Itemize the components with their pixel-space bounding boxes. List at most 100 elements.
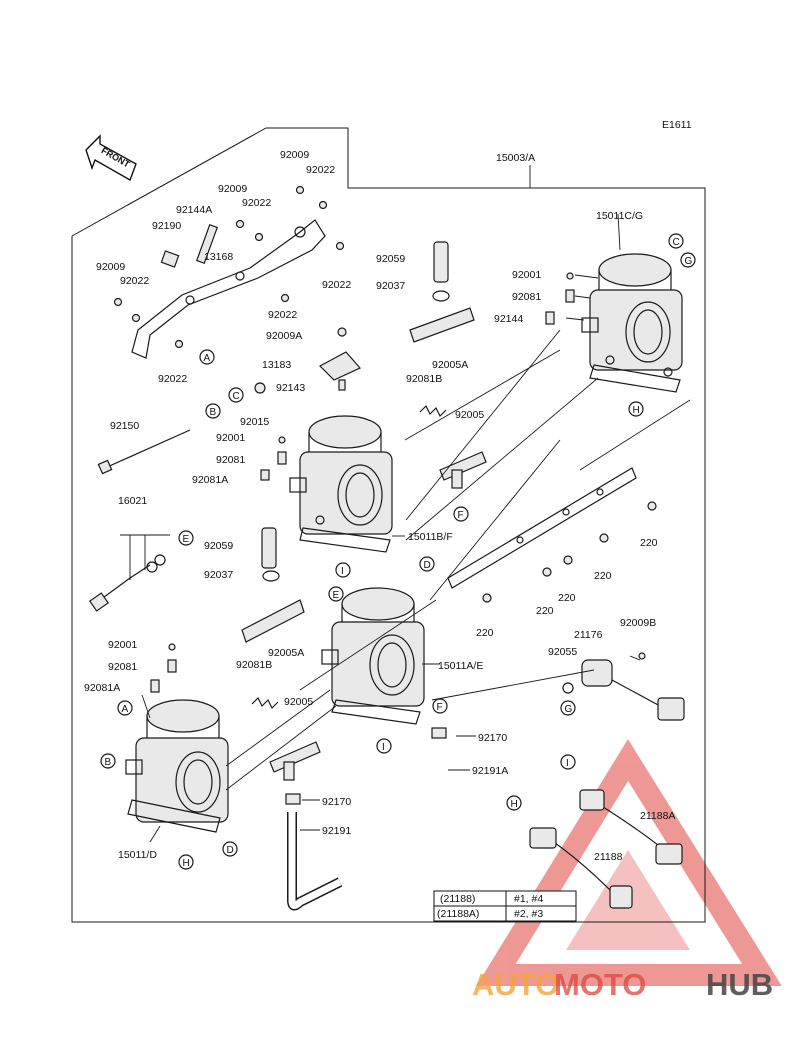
svg-text:B: B	[210, 407, 217, 418]
callout-G: G	[560, 700, 576, 716]
label-92081: 92081	[216, 454, 245, 466]
label-92022: 92022	[306, 164, 335, 176]
label-92081: 92081	[512, 291, 541, 303]
callout-A: A	[199, 349, 215, 365]
svg-text:G: G	[565, 704, 573, 715]
fitting-92005-mid	[439, 451, 487, 489]
callout-H: H	[178, 854, 194, 870]
callout-E: E	[178, 530, 194, 546]
label-92015: 92015	[240, 416, 269, 428]
callout-E: E	[328, 586, 344, 602]
label-92005A: 92005A	[268, 647, 304, 659]
svg-text:C: C	[673, 237, 680, 248]
label-92144: 92144	[494, 313, 523, 325]
bracket-fasteners	[113, 185, 646, 805]
callout-B: B	[100, 753, 116, 769]
label-92144A: 92144A	[176, 204, 212, 216]
label-92081A: 92081A	[84, 682, 120, 694]
carburetor-lower-middle	[321, 587, 425, 725]
label-16021: 16021	[118, 495, 147, 507]
label-92081B: 92081B	[406, 373, 442, 385]
label-92037: 92037	[376, 280, 405, 292]
label-220: 220	[536, 605, 554, 617]
label-92009B: 92009B	[620, 617, 656, 629]
svg-text:I: I	[341, 566, 344, 577]
harness-21188	[529, 789, 683, 909]
label-13168: 13168	[204, 251, 233, 263]
svg-text:H: H	[183, 858, 190, 869]
svg-text:H: H	[633, 405, 640, 416]
label-92170: 92170	[322, 796, 351, 808]
callout-B: B	[205, 403, 221, 419]
watermark-hub: HUB	[706, 967, 773, 1002]
label-92005: 92005	[455, 409, 484, 421]
label-92005: 92005	[284, 696, 313, 708]
svg-text:H: H	[511, 799, 518, 810]
svg-text:B: B	[105, 757, 112, 768]
label-92009: 92009	[96, 261, 125, 273]
svg-text:G: G	[685, 256, 693, 267]
label-21188A: 21188A	[640, 810, 675, 822]
label-220: 220	[476, 627, 494, 639]
watermark-logo-triangle	[476, 739, 782, 986]
label-92001: 92001	[512, 269, 541, 281]
label-15011CG: 15011C/G	[596, 210, 643, 222]
label-92022: 92022	[120, 275, 149, 287]
callout-I: I	[376, 738, 392, 754]
svg-text:F: F	[437, 702, 443, 713]
bracket-13168	[131, 219, 326, 359]
svg-text:E: E	[183, 534, 190, 545]
label-92022: 92022	[268, 309, 297, 321]
label-15011D: 15011/D	[118, 849, 157, 861]
label-92059: 92059	[376, 253, 405, 265]
label-15011AE: 15011A/E	[438, 660, 483, 672]
callout-H: H	[506, 795, 522, 811]
svg-text:E: E	[333, 590, 340, 601]
callout-D: D	[222, 841, 238, 857]
fitting-92005A-top	[409, 241, 475, 343]
label-92009: 92009	[280, 149, 309, 161]
callout-F: F	[432, 698, 448, 714]
legend-row-2-part: (21188A)	[437, 908, 479, 920]
callout-I: I	[335, 562, 351, 578]
label-15011BF: 15011B/F	[408, 531, 453, 543]
label-92009: 92009	[218, 183, 247, 195]
cable-16021	[88, 554, 166, 612]
svg-text:I: I	[566, 758, 569, 769]
svg-text:F: F	[458, 510, 464, 521]
label-92170: 92170	[478, 732, 507, 744]
label-13183: 13183	[262, 359, 291, 371]
callout-D: D	[419, 556, 435, 572]
callouts: A B C C G H F I E D E G A I F B I H D H	[100, 233, 696, 870]
svg-text:C: C	[233, 391, 240, 402]
label-92191: 92191	[322, 825, 351, 837]
diagram-code: E1611	[662, 119, 692, 131]
watermark-logo-text: AUTO MOTO HUB	[472, 967, 773, 1002]
hose-92191A	[362, 735, 444, 870]
carburetor-middle	[289, 415, 393, 553]
shaft-92150	[97, 429, 191, 475]
hose-92191	[287, 812, 343, 911]
label-220: 220	[594, 570, 612, 582]
label-92022: 92022	[158, 373, 187, 385]
callout-F: F	[453, 506, 469, 522]
label-220: 220	[640, 537, 658, 549]
callout-C: C	[668, 233, 684, 249]
legend-row-1-note: #1, #4	[514, 893, 543, 905]
label-92009A: 92009A	[266, 330, 302, 342]
diagram-frame	[71, 127, 706, 923]
fitting-92005A-low	[241, 527, 305, 643]
label-21188: 21188	[594, 851, 623, 863]
svg-text:I: I	[382, 742, 385, 753]
spring-92081B-top	[419, 404, 447, 418]
label-92055: 92055	[548, 646, 577, 658]
label-92081B: 92081B	[236, 659, 272, 671]
callout-A: A	[117, 700, 133, 716]
link-bar	[447, 467, 637, 589]
watermark-auto: AUTO	[472, 967, 559, 1002]
label-92001: 92001	[216, 432, 245, 444]
leader-lines	[120, 213, 691, 843]
spring-92081B-low	[251, 696, 279, 710]
front-arrow: FRONT	[85, 134, 137, 182]
